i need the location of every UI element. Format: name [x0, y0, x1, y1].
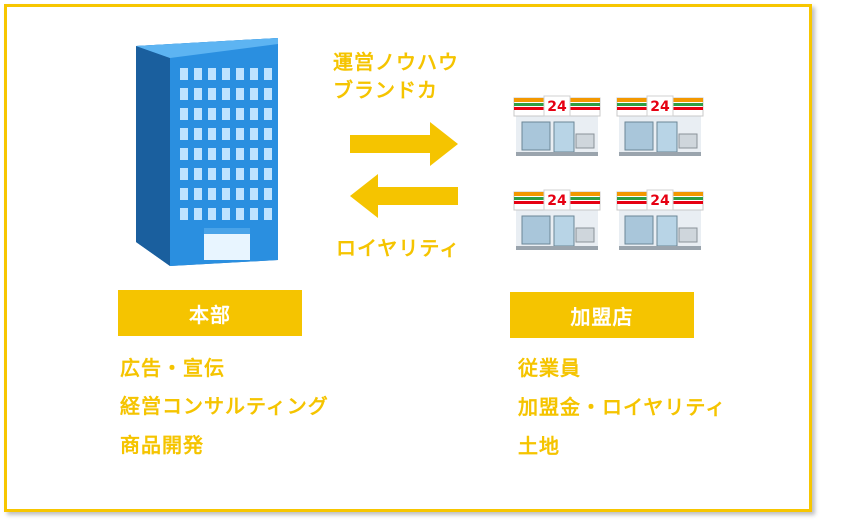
hq-label: 本部: [118, 290, 302, 336]
hq-item-consulting: 経営コンサルティング: [120, 394, 329, 418]
convenience-store-icon: 24: [616, 189, 704, 250]
hq-item-advertising: 広告・宣伝: [120, 356, 225, 380]
office-building-icon: [136, 38, 278, 266]
arrow-right-icon: [350, 122, 458, 166]
flow-label-royalty: ロイヤリティ: [336, 236, 461, 260]
franchise-item-land: 土地: [518, 434, 560, 458]
flow-label-brand: ブランドカ: [333, 78, 438, 102]
franchise-item-fees: 加盟金・ロイヤリティ: [518, 395, 727, 419]
franchise-label: 加盟店: [510, 292, 694, 338]
store-sign-1: 24: [547, 99, 567, 115]
arrow-left-icon: [350, 174, 458, 218]
convenience-store-icon: 24: [513, 95, 601, 156]
store-sign-4: 24: [650, 193, 670, 209]
store-sign-2: 24: [650, 99, 670, 115]
convenience-store-icon: 24: [513, 189, 601, 250]
franchise-item-employees: 従業員: [518, 356, 581, 380]
hq-item-product-dev: 商品開発: [120, 433, 204, 457]
store-sign-3: 24: [547, 193, 567, 209]
flow-label-know-how: 運営ノウハウ: [333, 50, 459, 74]
convenience-store-icon: 24: [616, 95, 704, 156]
